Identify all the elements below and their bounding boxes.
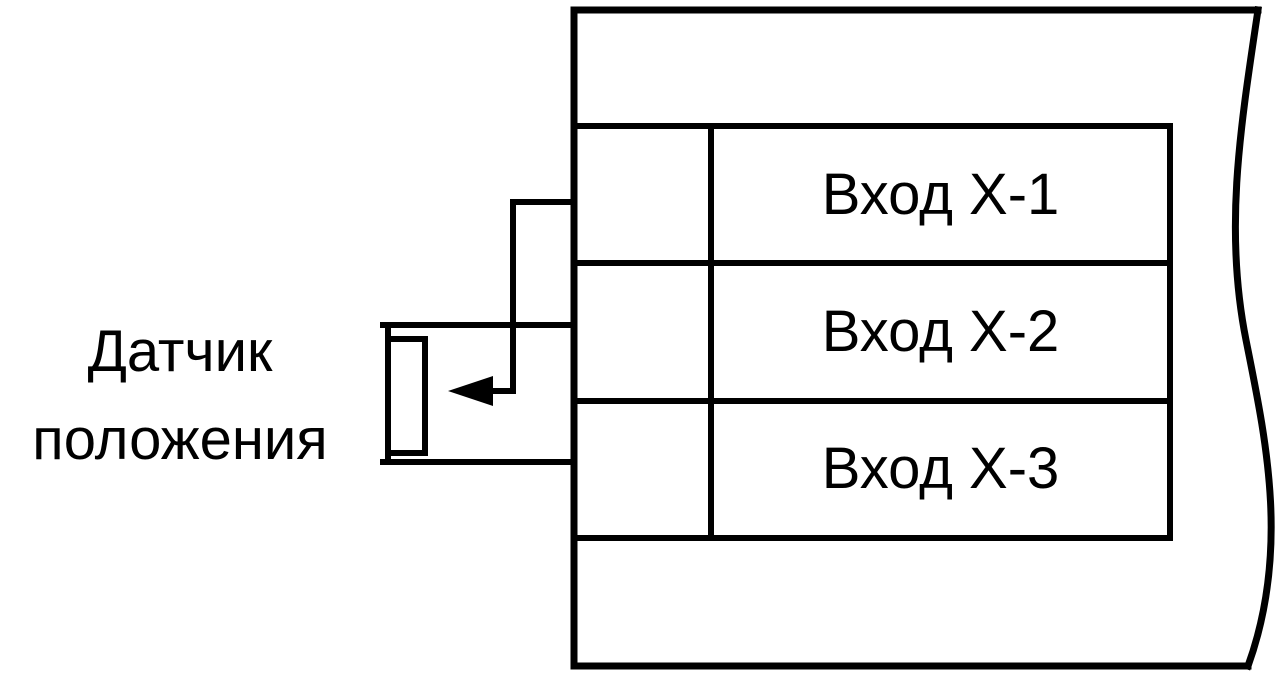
sensor-label: Датчик положения: [0, 308, 360, 484]
wire-wiper-to-x1: [483, 199, 577, 394]
input-label-x2: Вход Х-2: [821, 298, 1060, 364]
sensor-label-line2: положения: [32, 407, 328, 472]
input-label-x3: Вход Х-3: [821, 436, 1060, 501]
potentiometer-body: [385, 336, 428, 456]
wiper-arrowhead: [448, 376, 493, 406]
input-label-x1: Вход Х-1: [821, 161, 1060, 227]
terminal-block: [571, 123, 1173, 541]
sensor-label-line1: Датчик: [87, 319, 273, 384]
device-torn-edge: [1231, 6, 1275, 671]
